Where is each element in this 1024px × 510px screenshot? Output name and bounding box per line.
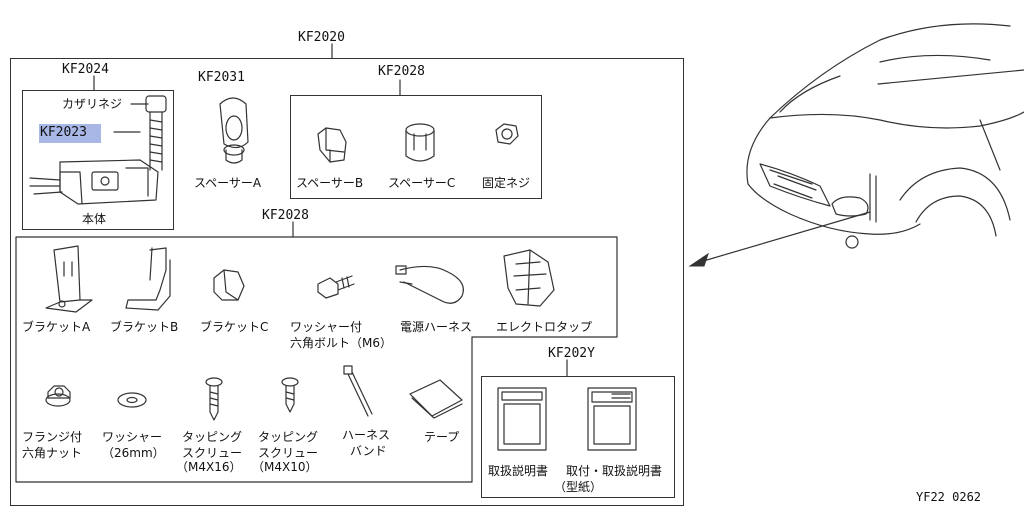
label-tap-screw-16-line2: スクリュー: [182, 446, 243, 460]
label-flange-nut-line1: フランジ付: [22, 430, 83, 444]
car-illustration-art: [746, 23, 1024, 249]
washer-bolt-art: [317, 275, 355, 299]
label-tap-screw-16-line3: （M4X16）: [176, 460, 242, 474]
label-tap-screw-10-line2: スクリュー: [258, 446, 319, 460]
tape-art: [409, 379, 463, 419]
kf2028-bracket-frame: [15, 236, 618, 483]
location-arrow-art: [699, 211, 871, 263]
label-washer-bolt-line2: 六角ボルト（M6）: [290, 336, 392, 350]
kf2028-small-box: [290, 95, 542, 199]
fixing-nut-art: [495, 123, 519, 145]
label-install-manual: 取付・取扱説明書: [566, 464, 663, 478]
label-harness-band-line1: ハーネス: [342, 428, 391, 442]
diagram-id: YF22 0262: [916, 490, 982, 504]
electro-tap-art: [503, 249, 555, 307]
label-bracket-c: ブラケットC: [200, 320, 269, 334]
label-bracket-b: ブラケットB: [110, 320, 179, 334]
spacer-b-art: [317, 127, 347, 163]
label-bracket-a: ブラケットA: [22, 320, 91, 334]
label-power-harness: 電源ハーネス: [400, 320, 473, 334]
bracket-a-art: [45, 245, 93, 313]
flange-nut-art: [45, 385, 71, 407]
washer-art: [117, 392, 147, 408]
code-kf2023-highlighted[interactable]: KF2023: [40, 125, 87, 140]
bracket-c-art: [213, 269, 245, 301]
install-manual-booklet-art: [587, 387, 637, 451]
code-kf2028-small[interactable]: KF2028: [378, 64, 425, 79]
label-electro-tap: エレクトロタップ: [496, 320, 593, 334]
kf2024-box: [22, 90, 174, 230]
bracket-b-art: [125, 247, 171, 311]
arrow-head-icon: [688, 252, 709, 267]
label-template: （型紙）: [554, 480, 603, 494]
kf2020-outer-box: [10, 58, 684, 506]
manual-booklet-art: [497, 387, 547, 451]
label-tap-screw-16-line1: タッピング: [182, 430, 243, 444]
code-kf2028-brackets[interactable]: KF2028: [262, 208, 309, 223]
label-washer-line2: （26mm）: [102, 446, 165, 460]
code-kf2031[interactable]: KF2031: [198, 70, 245, 85]
label-tap-screw-10-line3: （M4X10）: [252, 460, 318, 474]
highlight-marker: [39, 124, 101, 143]
power-harness-art: [395, 265, 464, 304]
tapping-screw-m4x10-art: [281, 377, 299, 413]
code-kf2020[interactable]: KF2020: [298, 30, 345, 45]
label-kazari-screw: カザリネジ: [62, 97, 123, 111]
main-unit-art: [29, 95, 167, 205]
label-harness-band-line2: バンド: [350, 444, 387, 458]
spacer-a-art: [219, 97, 249, 164]
harness-band-art: [343, 365, 373, 417]
label-spacer-c: スペーサーC: [388, 176, 456, 190]
label-fixing-screw: 固定ネジ: [482, 176, 531, 190]
label-tape: テープ: [424, 430, 460, 444]
label-washer-bolt-line1: ワッシャー付: [290, 320, 363, 334]
label-spacer-b: スペーサーB: [296, 176, 364, 190]
label-manual: 取扱説明書: [488, 464, 549, 478]
label-tap-screw-10-line1: タッピング: [258, 430, 319, 444]
label-flange-nut-line2: 六角ナット: [22, 446, 83, 460]
kf202y-box: [481, 376, 675, 498]
code-kf202y[interactable]: KF202Y: [548, 346, 595, 361]
code-kf2024[interactable]: KF2024: [62, 62, 109, 77]
spacer-c-art: [405, 123, 435, 162]
label-body: 本体: [82, 212, 107, 226]
tapping-screw-m4x16-art: [205, 377, 223, 421]
label-spacer-a: スペーサーA: [194, 176, 262, 190]
label-washer-line1: ワッシャー: [102, 430, 163, 444]
